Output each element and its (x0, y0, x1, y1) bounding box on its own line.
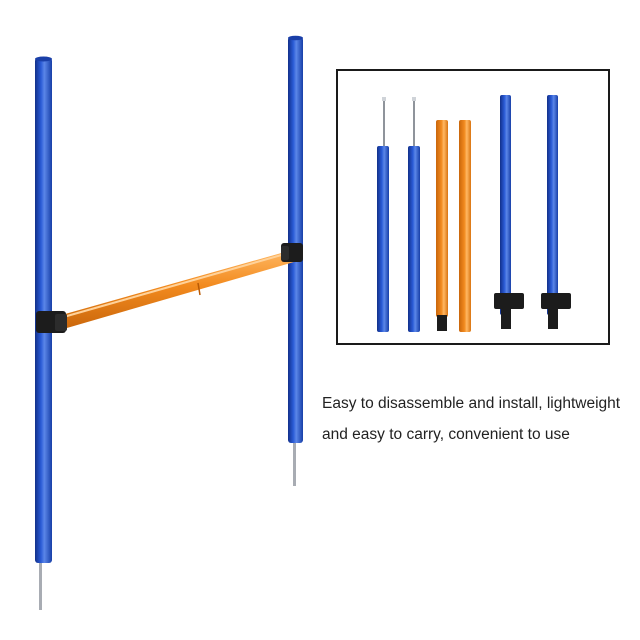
spike-pole-1 (377, 97, 389, 332)
clip-pole-1 (494, 95, 524, 329)
orange-bar-half-1 (436, 120, 448, 331)
caption-line-1: Easy to disassemble and install, lightwe… (322, 395, 621, 412)
left-pole-spike (39, 560, 42, 610)
disassembled-parts (377, 95, 571, 332)
orange-crossbar (58, 250, 294, 330)
product-caption: Easy to disassemble and install, lightwe… (322, 388, 632, 450)
left-bar-clip (36, 311, 67, 333)
right-pole (288, 37, 303, 443)
spike-pole-2 (408, 97, 420, 332)
clip-pole-2 (541, 95, 571, 329)
left-pole (35, 58, 52, 563)
orange-bar-half-2 (459, 120, 471, 332)
parts-inset-frame (336, 69, 610, 345)
right-pole-spike (293, 440, 296, 486)
right-bar-clip (281, 243, 303, 262)
caption-line-2: and easy to carry, convenient to use (322, 426, 570, 443)
